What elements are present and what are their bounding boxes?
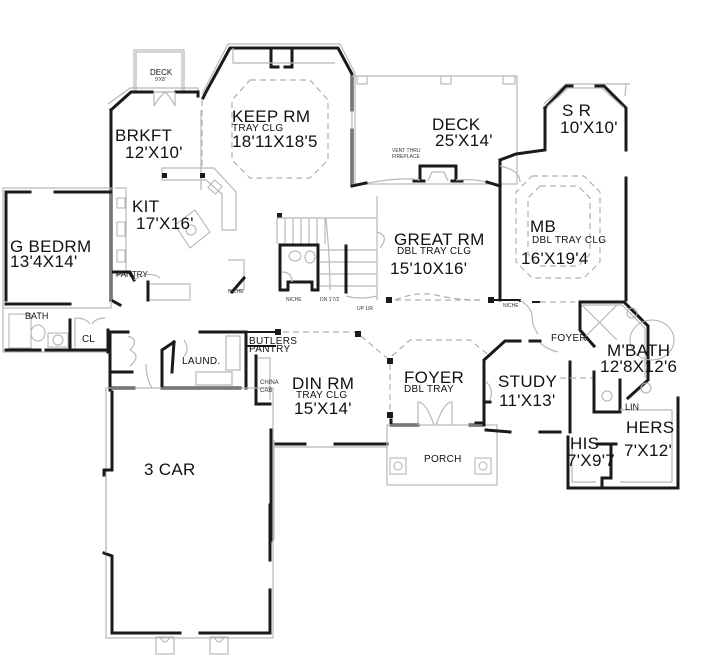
dining-foyer-walls [269, 331, 498, 542]
guest-bedroom-walls [2, 187, 113, 309]
niche-label-powder: NICHE [286, 297, 302, 303]
great-room-dims: 15'10X16' [390, 259, 468, 278]
laundry-label: LAUND. [182, 356, 221, 367]
dining-room-note: TRAY CLG [296, 390, 348, 401]
master-bedroom-label: MB [530, 217, 557, 236]
keep-room-label: KEEP RM [232, 107, 311, 126]
bath-label: BATH [25, 311, 49, 321]
vent-label-1: VENT THRU [392, 148, 421, 154]
guest-bedroom-label: G BEDRM [10, 237, 92, 256]
master-bath-walls [386, 297, 680, 490]
closet-label: CL [82, 334, 95, 345]
hers-closet-dims: 7'X12' [624, 441, 672, 460]
kitchen-walls [107, 87, 247, 308]
hers-closet-label: HERS [626, 418, 675, 437]
niche-label-kitchen: NICHE [228, 289, 244, 295]
pantry-label: PANTRY [116, 270, 148, 279]
his-closet-label: HIS [570, 434, 600, 453]
sitting-room-dims: 10'X10' [560, 118, 618, 137]
his-closet-dims: 7'X9'7 [567, 451, 615, 470]
keep-room-dims: 18'11X18'5 [232, 132, 318, 151]
niche-label-master: NICHE [503, 303, 519, 309]
vent-label-2: FIREPLACE [392, 154, 420, 160]
master-bedroom-dims: 16'X19'4 [521, 249, 589, 268]
butlers-label-1: BUTLERS [249, 336, 298, 347]
master-foyer-label: FOYER [551, 333, 587, 344]
dining-room-label: DIN RM [292, 374, 355, 393]
master-bedroom-note: DBL TRAY CLG [532, 235, 607, 246]
deck-dims: 25'X14' [435, 131, 493, 150]
deck-large [351, 75, 518, 185]
guest-bedroom-dims: 13'4X14' [10, 252, 78, 271]
porch-label: PORCH [424, 454, 462, 465]
foyer-note: DBL TRAY [404, 384, 455, 395]
garage-walls [102, 387, 274, 655]
foyer-label: FOYER [404, 368, 465, 387]
study-label: STUDY [498, 372, 558, 391]
study-walls [474, 339, 572, 434]
kitchen-label: KIT [132, 197, 160, 216]
deck-label: DECK [432, 115, 481, 134]
butlers-label-2: PANTRY [249, 344, 291, 355]
master-bath-label: M'BATH [607, 341, 671, 360]
great-room-label: GREAT RM [394, 230, 485, 249]
study-dims: 11'X13' [499, 391, 556, 410]
stair-down-label: DN 1'7/2 [320, 297, 340, 303]
small-deck [133, 49, 185, 93]
linen-label: LIN [625, 402, 640, 412]
kitchen-dims: 17'X16' [136, 214, 194, 233]
fireplace [350, 164, 502, 188]
stair-up-label: UP 1/R [357, 306, 374, 312]
breakfast-label: BRKFT [115, 126, 173, 145]
master-bath-dims: 12'8X12'6 [600, 357, 678, 376]
china-cab-label-2: CAB [260, 388, 273, 394]
deck-small-dims: 9'X8' [155, 77, 166, 83]
master-suite-walls [498, 83, 630, 302]
deck-small-label: DECK [150, 68, 173, 77]
sitting-room-label: S R [562, 101, 592, 120]
garage-label: 3 CAR [144, 460, 196, 479]
guest-bath-walls [2, 300, 112, 354]
dining-room-dims: 15'X14' [294, 399, 352, 418]
great-room-note: DBL TRAY CLG [397, 246, 472, 257]
breakfast-dims: 12'X10' [125, 143, 183, 162]
keep-room-note: TRAY CLG [232, 123, 284, 134]
china-cab-label-1: CHINA [260, 380, 279, 386]
stairs-and-powder [276, 196, 481, 301]
